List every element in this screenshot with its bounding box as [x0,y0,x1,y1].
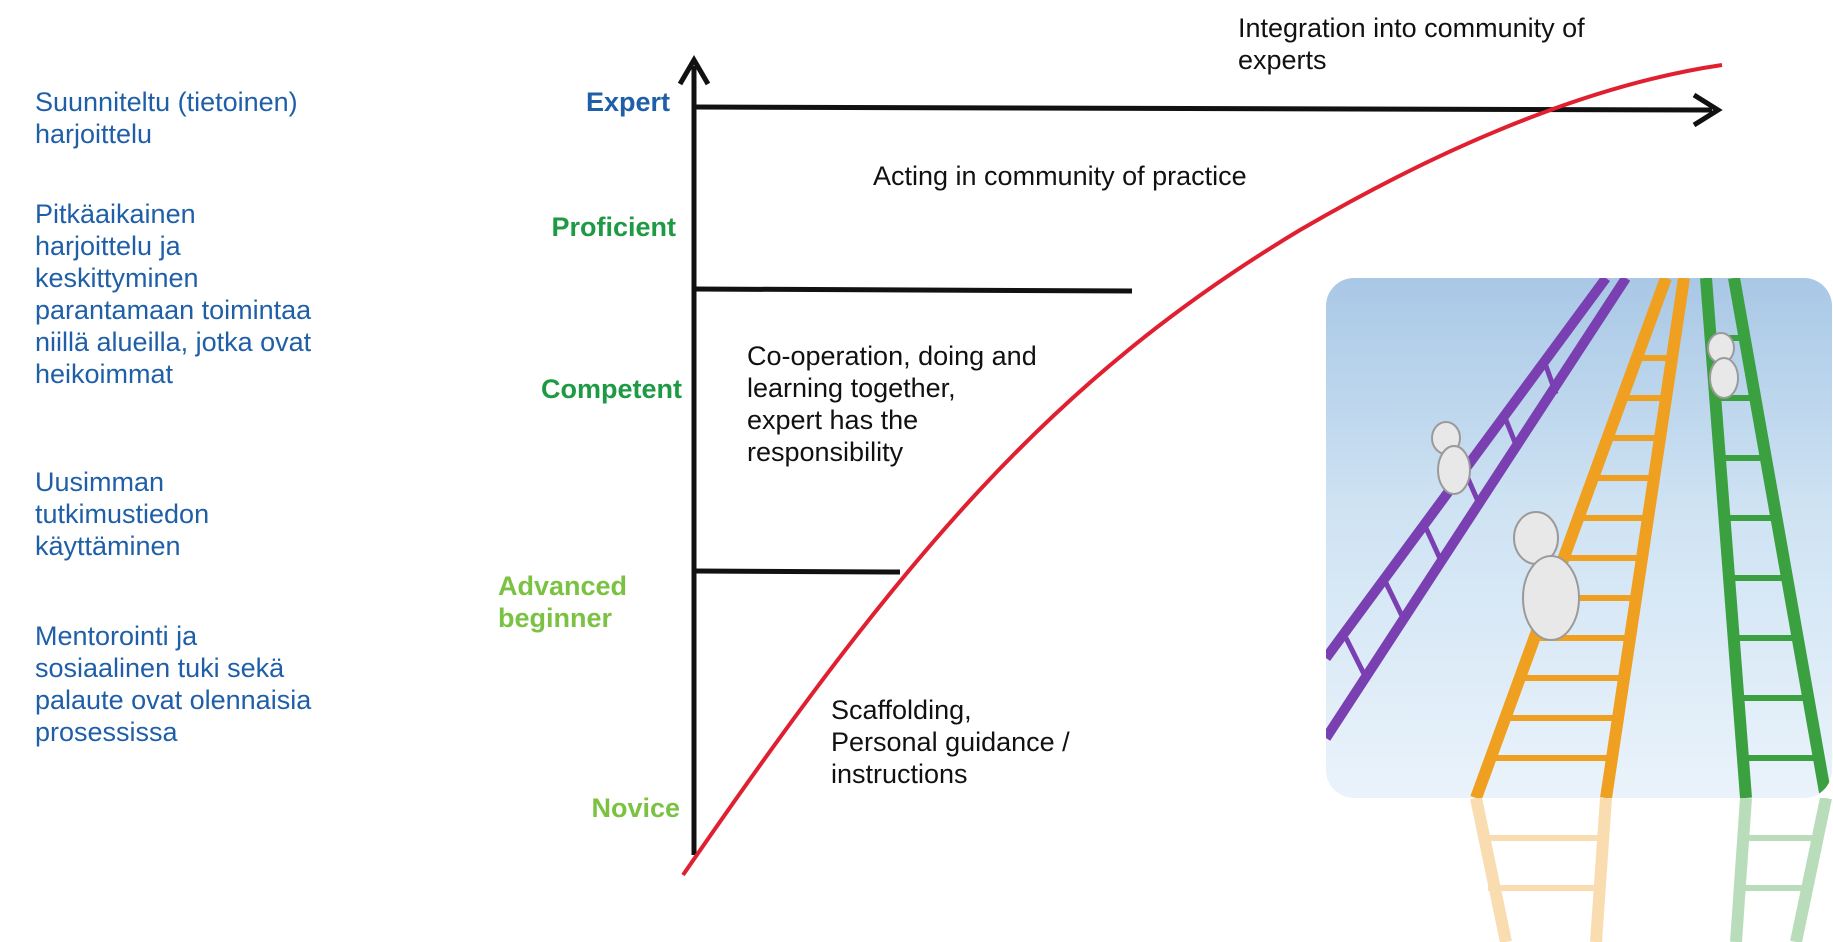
separator-proficient [693,286,1133,294]
level-proficient: Proficient [551,212,676,242]
ladders-illustration [1326,278,1832,798]
stage-scaffolding: Scaffolding, Personal guidance / instruc… [831,695,1070,789]
note-mentoring: Mentorointi ja sosiaalinen tuki sekä pal… [35,621,312,747]
level-novice: Novice [591,793,680,823]
note-research-knowledge: Uusimman tutkimustiedon käyttäminen [35,467,210,561]
vertical-axis-arrowhead [677,55,711,86]
stage-integration: Integration into community of experts [1238,13,1585,75]
stage-community-of-practice: Acting in community of practice [873,161,1247,191]
level-expert: Expert [585,87,670,117]
separator-advanced [693,568,901,575]
ladders-photo [1326,278,1832,798]
note-deliberate-practice: Suunniteltu (tietoinen) harjoittelu [35,87,298,149]
horizontal-axis [693,104,1713,113]
reflection-illustration [1470,798,1832,942]
level-advanced-beginner: Advanced beginner [498,571,628,633]
level-competent: Competent [541,374,682,404]
stage-cooperation: Co-operation, doing and learning togethe… [747,341,1037,467]
horizontal-axis-arrowhead [1692,92,1723,128]
ladders-reflection [1326,798,1832,942]
progress-curve [681,63,1723,877]
note-long-term-practice: Pitkäaikainen harjoittelu ja keskittymin… [35,199,312,389]
